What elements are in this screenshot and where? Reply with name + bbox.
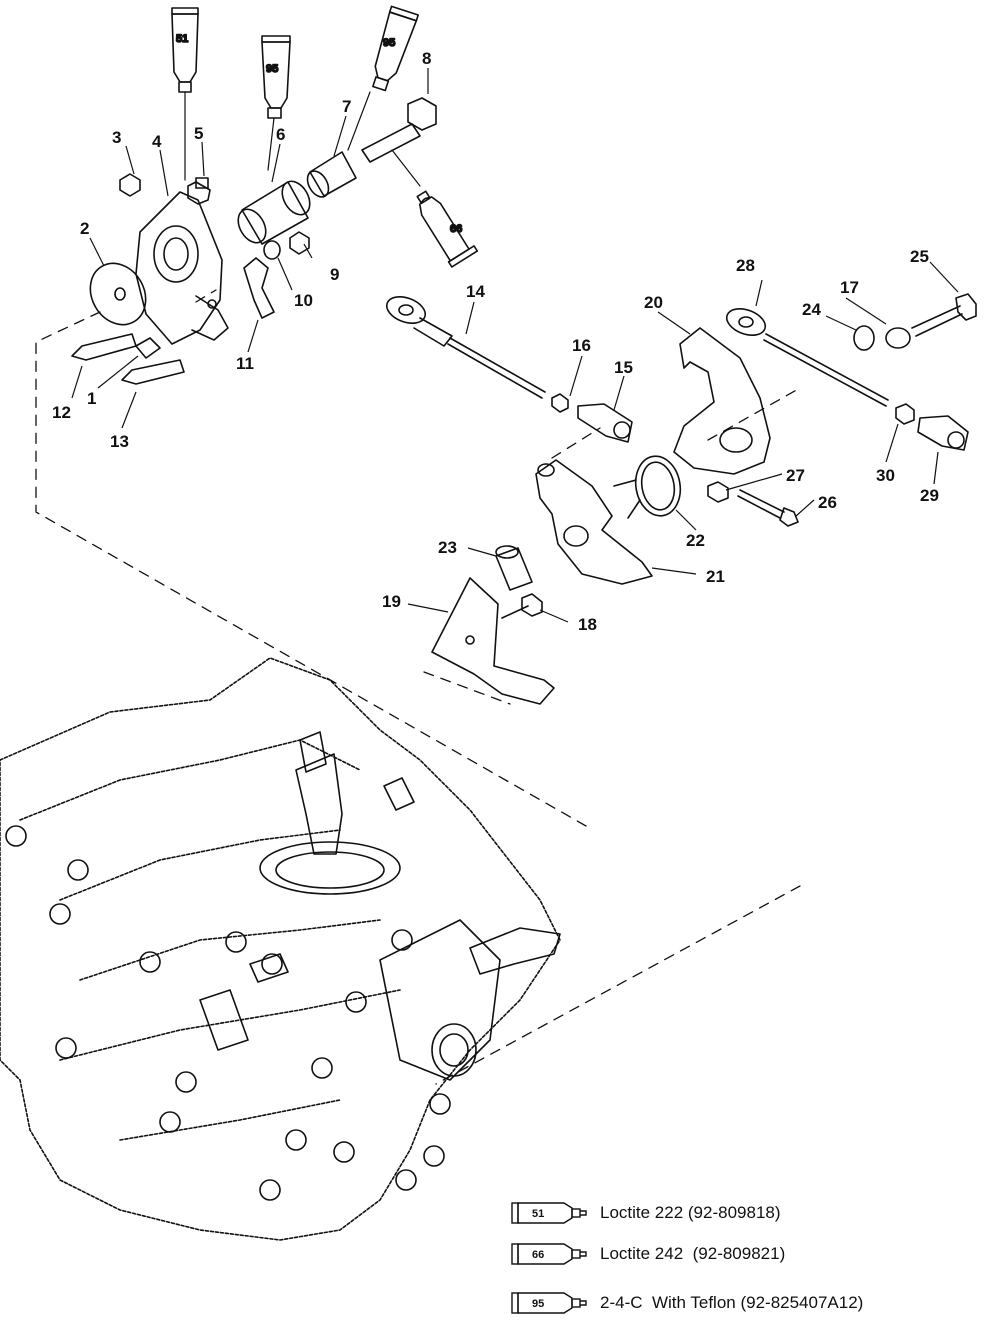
part-24-washer [853,325,875,351]
part-17-washer [885,327,911,349]
callout-27: 27 [786,466,805,485]
callout-10: 10 [294,291,313,310]
tube-label-51: 51 [176,33,188,45]
legend-row-51: 51 Loctite 222 (92-809818) [510,1198,781,1228]
callout-12: 12 [52,403,71,422]
tube-label-95-right: 95 [383,37,395,49]
callout-23: 23 [438,538,457,557]
legend-text: Loctite 242 (92-809821) [600,1244,786,1263]
callout-25: 25 [910,247,929,266]
legend-text: Loctite 222 (92-809818) [600,1203,781,1222]
part-16-nut [551,393,569,413]
legend-tube-icon: 95 [511,1292,587,1314]
legend-row-66: 66 Loctite 242 (92-809821) [510,1239,785,1269]
part-25-screw [911,293,977,337]
part-6-bushing [237,180,311,245]
part-7-spacer [306,151,357,198]
legend-tube-icon: 66 [511,1243,587,1265]
part-8-bolt [361,97,437,163]
part-11-link [243,257,275,319]
callout-7: 7 [342,97,351,116]
part-26-screw [737,489,799,527]
part-20-throttle-arm [673,327,771,475]
callout-13: 13 [110,432,129,451]
part-15-ball-socket [577,403,633,443]
tube-label-66: 66 [450,223,462,235]
callout-15: 15 [614,358,633,377]
part-30-nut [895,403,915,425]
callout-5: 5 [194,124,203,143]
legend-tube-number: 95 [532,1298,544,1310]
callout-2: 2 [80,219,89,238]
legend-tube-number: 51 [532,1208,544,1220]
callout-22: 22 [686,531,705,550]
callout-29: 29 [920,486,939,505]
tube-label-95-left: 95 [266,63,278,75]
part-5-screw [187,177,211,205]
part-12-bolt [71,333,137,361]
part-14-linkage-rod [385,296,546,399]
legend-row-95: 95 2-4-C With Teflon (92-825407A12) [510,1288,863,1318]
part-19-bracket [431,577,555,705]
callout-11: 11 [236,354,254,373]
callout-18: 18 [578,615,597,634]
callout-30: 30 [876,466,895,485]
callout-26: 26 [818,493,837,512]
callout-20: 20 [644,293,663,312]
callout-1: 1 [87,389,96,408]
powerhead-bosses [5,825,451,1201]
callout-leaders [71,68,959,623]
callout-14: 14 [466,282,485,301]
legend-text: 2-4-C With Teflon (92-825407A12) [600,1293,864,1312]
part-1-fitting [135,337,161,359]
callout-4: 4 [152,132,162,151]
part-4-bracket [135,191,229,345]
part-3-nut [119,173,141,197]
callout-9: 9 [330,265,339,284]
part-13-bolt [121,359,185,385]
legend-tube-icon: 51 [511,1202,587,1224]
part-18-screw [501,593,543,619]
powerhead-block [0,657,561,1241]
callout-21: 21 [706,567,725,586]
part-27-nut [707,481,729,503]
callout-16: 16 [572,336,591,355]
callout-28: 28 [736,256,755,275]
sealant-tube-95-left [261,35,291,171]
legend-tube-number: 66 [532,1249,544,1261]
powerhead-throttle-housing [379,919,561,1081]
part-28-linkage-rod [725,308,889,407]
sealant-tube-51 [171,7,199,181]
assembly-guide-lines [35,289,801,1085]
part-21-lever [535,459,653,585]
callout-19: 19 [382,592,401,611]
part-2-washer [89,262,147,326]
sealant-tube-66 [416,190,479,268]
callout-6: 6 [276,125,285,144]
callout-8: 8 [422,49,431,68]
part-29-ball-socket [917,415,969,451]
callout-17: 17 [840,278,859,297]
powerhead-fitting [199,777,415,1051]
callout-24: 24 [802,300,821,319]
part-23-spacer [495,545,533,591]
sealant-tube-95-right [372,5,419,92]
callout-3: 3 [112,128,121,147]
callout-numbers: 1 2 3 4 5 6 7 8 9 10 11 12 13 14 15 16 1… [52,49,939,634]
crankshaft [259,731,401,895]
part-22-spring [613,455,682,519]
part-10-washer [263,240,281,260]
part-9-nut [289,231,310,255]
